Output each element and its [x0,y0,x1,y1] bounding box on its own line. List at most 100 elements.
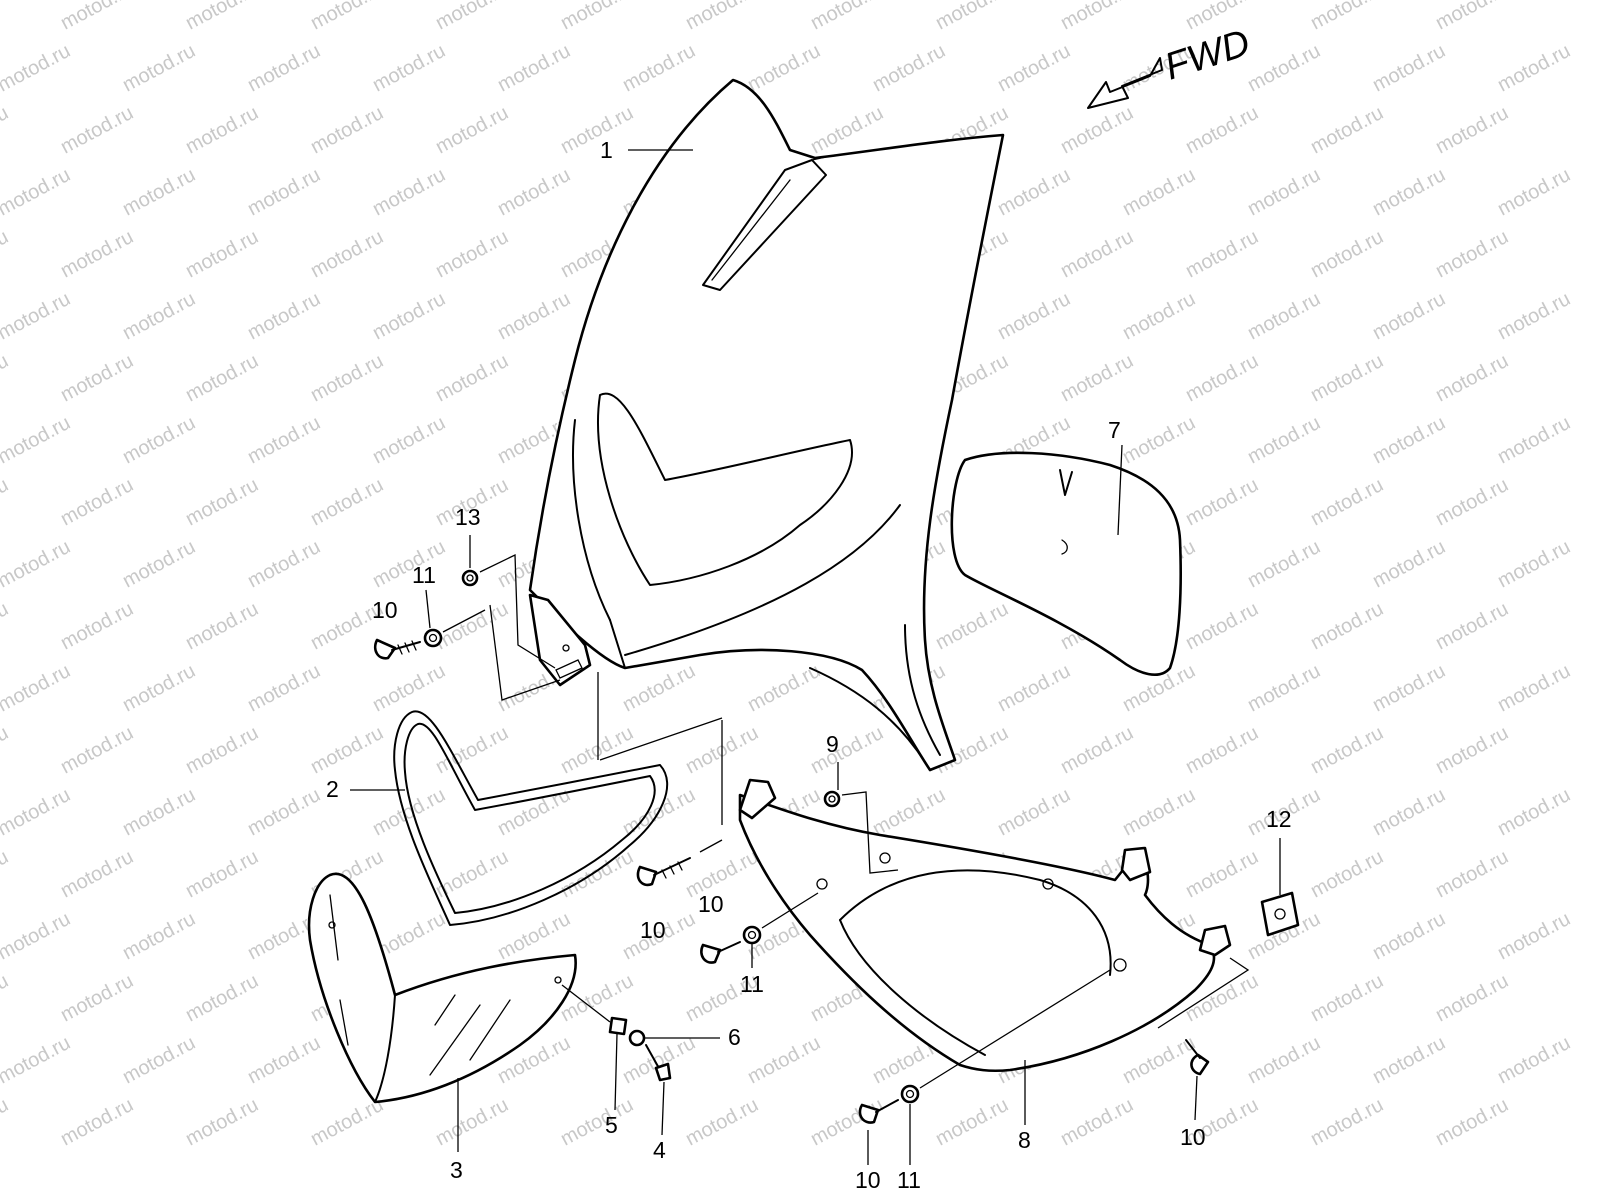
watermark-text: motod.ru [432,226,512,282]
watermark-text: motod.ru [1244,40,1324,96]
watermark-text: motod.ru [0,474,12,530]
watermark-text: motod.ru [807,722,887,778]
watermark-text: motod.ru [119,660,199,716]
watermark-text: motod.ru [182,226,262,282]
watermark-text: motod.ru [869,784,949,840]
watermark-text: motod.ru [0,164,74,220]
watermark-text: motod.ru [1057,0,1137,34]
watermark-text: motod.ru [1307,226,1387,282]
callout-11-bottom: 11 [897,1167,921,1193]
watermark-text: motod.ru [0,598,12,654]
watermark-text: motod.ru [244,412,324,468]
watermark-text: motod.ru [369,412,449,468]
watermark-text: motod.ru [1057,722,1137,778]
watermark-text: motod.ru [1369,784,1449,840]
watermark-text: motod.ru [0,722,12,778]
watermark-text: motod.ru [369,40,449,96]
watermark-text: motod.ru [0,412,74,468]
watermark-text: motod.ru [182,722,262,778]
watermark-text: motod.ru [57,1094,137,1150]
watermark-text: motod.ru [1494,536,1574,592]
watermark-text: motod.ru [1244,536,1324,592]
watermark-text: motod.ru [1119,288,1199,344]
fastener-group-upper-left: 10 11 [372,562,561,701]
watermark-text: motod.ru [557,0,637,34]
watermark-text: motod.ru [1307,598,1387,654]
fastener-group-lens: 4 5 6 [561,984,741,1163]
watermark-text: motod.ru [432,102,512,158]
callout-10-center: 10 [698,891,724,917]
watermark-text: motod.ru [1182,350,1262,406]
watermark-text: motod.ru [1307,846,1387,902]
watermark-text: motod.ru [994,288,1074,344]
watermark-text: motod.ru [494,40,574,96]
watermark-text: motod.ru [182,350,262,406]
watermark-text: motod.ru [119,536,199,592]
watermark-text: motod.ru [994,40,1074,96]
watermark-text: motod.ru [182,1094,262,1150]
watermark-text: motod.ru [1432,722,1512,778]
watermark-text: motod.ru [1432,846,1512,902]
watermark-text: motod.ru [182,970,262,1026]
forward-arrow-icon [1087,57,1163,109]
watermark-text: motod.ru [369,164,449,220]
watermark-text: motod.ru [1244,660,1324,716]
watermark-text: motod.ru [0,226,12,282]
watermark-text: motod.ru [432,598,512,654]
watermark-text: motod.ru [182,846,262,902]
watermark-text: motod.ru [0,784,74,840]
watermark-text: motod.ru [807,0,887,34]
watermark-text: motod.ru [557,722,637,778]
watermark-text: motod.ru [182,102,262,158]
watermark-text: motod.ru [1494,40,1574,96]
watermark-text: motod.ru [119,784,199,840]
watermark-text: motod.ru [119,164,199,220]
watermark-text: motod.ru [1244,164,1324,220]
watermark-text: motod.ru [0,102,12,158]
watermark-text: motod.ru [1244,412,1324,468]
watermark-text: motod.ru [994,660,1074,716]
callout-10-bottom: 10 [855,1167,881,1193]
part-8-lower-cover: 8 [738,778,1232,1153]
watermark-text: motod.ru [1494,660,1574,716]
callout-2: 2 [326,776,339,802]
watermark-text: motod.ru [994,784,1074,840]
watermark-text: motod.ru [244,288,324,344]
watermark-text: motod.ru [1057,226,1137,282]
watermark-text: motod.ru [0,970,12,1026]
watermark-text: motod.ru [1369,660,1449,716]
watermark-text: motod.ru [1307,350,1387,406]
watermark-text: motod.ru [1182,474,1262,530]
watermark-text: motod.ru [1369,40,1449,96]
watermark-text: motod.ru [1182,722,1262,778]
watermark-text: motod.ru [1182,226,1262,282]
watermark-text: motod.ru [1244,1032,1324,1088]
watermark-text: motod.ru [0,536,74,592]
watermark-text: motod.ru [1369,908,1449,964]
watermark-text: motod.ru [0,40,74,96]
watermark-text: motod.ru [1307,970,1387,1026]
watermark-text: motod.ru [1432,598,1512,654]
callout-10-right: 10 [1180,1124,1206,1150]
watermark-text: motod.ru [1432,102,1512,158]
watermark-text: motod.ru [119,1032,199,1088]
callout-7: 7 [1108,417,1121,443]
fastener-screw-middle: 10 [597,672,723,943]
watermark-text: motod.ru [1119,164,1199,220]
watermark-text: motod.ru [0,0,12,34]
watermark-text: motod.ru [1494,784,1574,840]
watermark-text: motod.ru [244,164,324,220]
watermark-text: motod.ru [307,102,387,158]
watermark-text: motod.ru [119,288,199,344]
watermark-text: motod.ru [307,0,387,34]
watermark-text: motod.ru [744,1032,824,1088]
callout-4: 4 [653,1137,666,1163]
watermark-text: motod.ru [557,102,637,158]
watermark-text: motod.ru [307,474,387,530]
watermark-text: motod.ru [1494,164,1574,220]
watermark-text: motod.ru [1369,536,1449,592]
watermark-text: motod.ru [307,350,387,406]
watermark-text: motod.ru [1432,350,1512,406]
watermark-text: motod.ru [619,660,699,716]
